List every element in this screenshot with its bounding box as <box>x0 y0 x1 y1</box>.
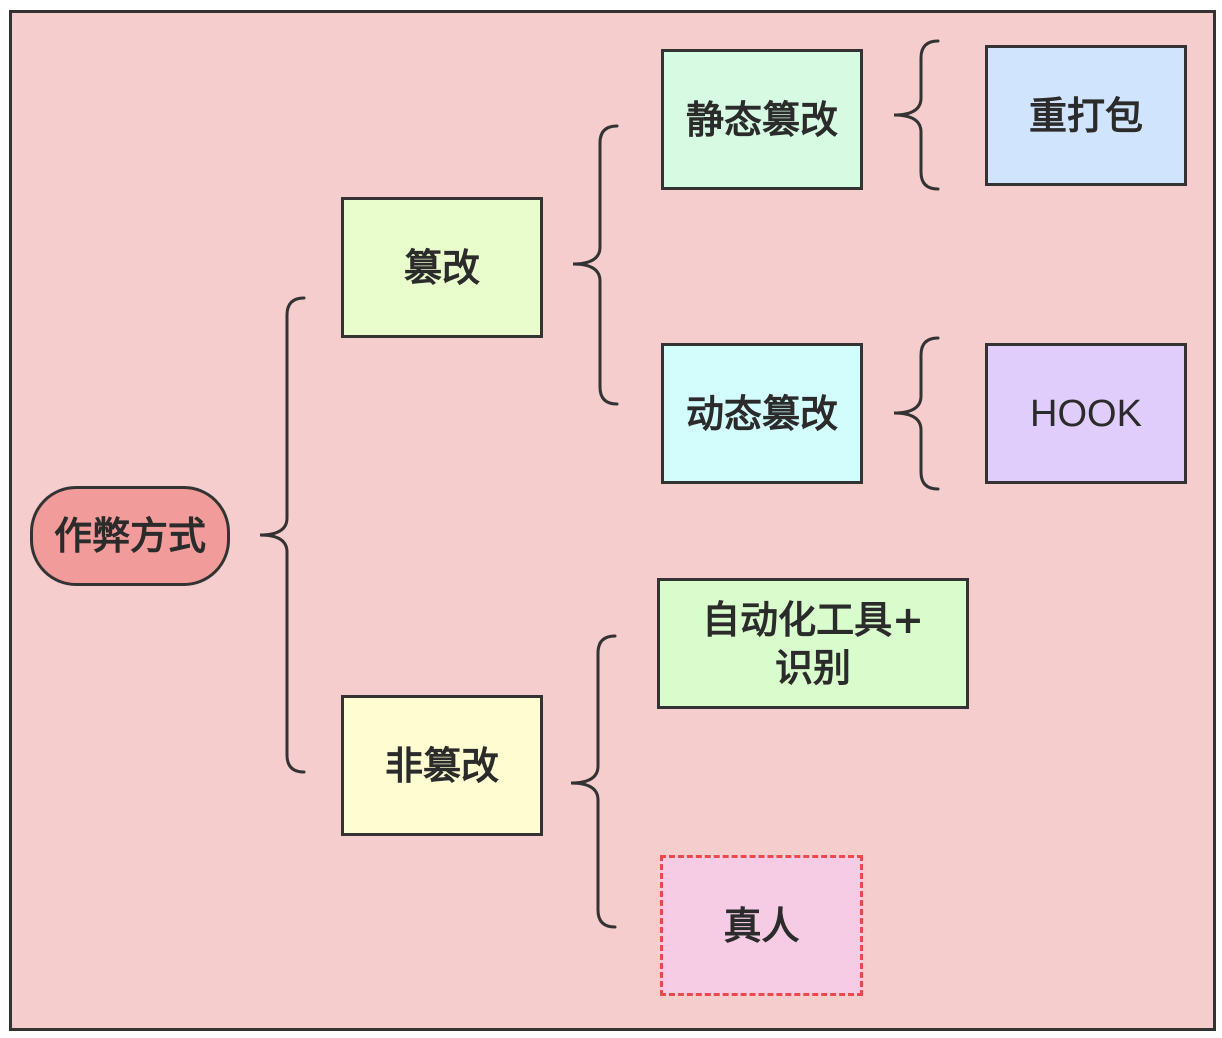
node-non-tamper: 非篡改 <box>341 695 543 836</box>
node-repackage: 重打包 <box>985 45 1187 186</box>
node-dynamic-tamper-label: 动态篡改 <box>685 391 838 436</box>
node-tamper-label: 篡改 <box>403 245 480 290</box>
node-hook: HOOK <box>985 343 1187 484</box>
node-real-human: 真人 <box>660 855 863 996</box>
node-static-tamper: 静态篡改 <box>661 49 863 190</box>
node-automation-tool-line2: 识别 <box>774 645 851 690</box>
node-tamper: 篡改 <box>341 197 543 338</box>
node-non-tamper-label: 非篡改 <box>384 743 499 788</box>
root-node-label: 作弊方式 <box>53 514 206 558</box>
node-dynamic-tamper: 动态篡改 <box>661 343 863 484</box>
node-automation-tool-line1: 自动化工具+ <box>702 597 924 642</box>
node-static-tamper-label: 静态篡改 <box>685 97 838 142</box>
node-repackage-label: 重打包 <box>1028 93 1143 138</box>
node-real-human-label: 真人 <box>723 903 800 948</box>
node-automation-tool: 自动化工具+ 识别 <box>657 578 969 709</box>
node-hook-label: HOOK <box>1030 392 1142 435</box>
root-node-cheating-methods: 作弊方式 <box>30 486 230 586</box>
